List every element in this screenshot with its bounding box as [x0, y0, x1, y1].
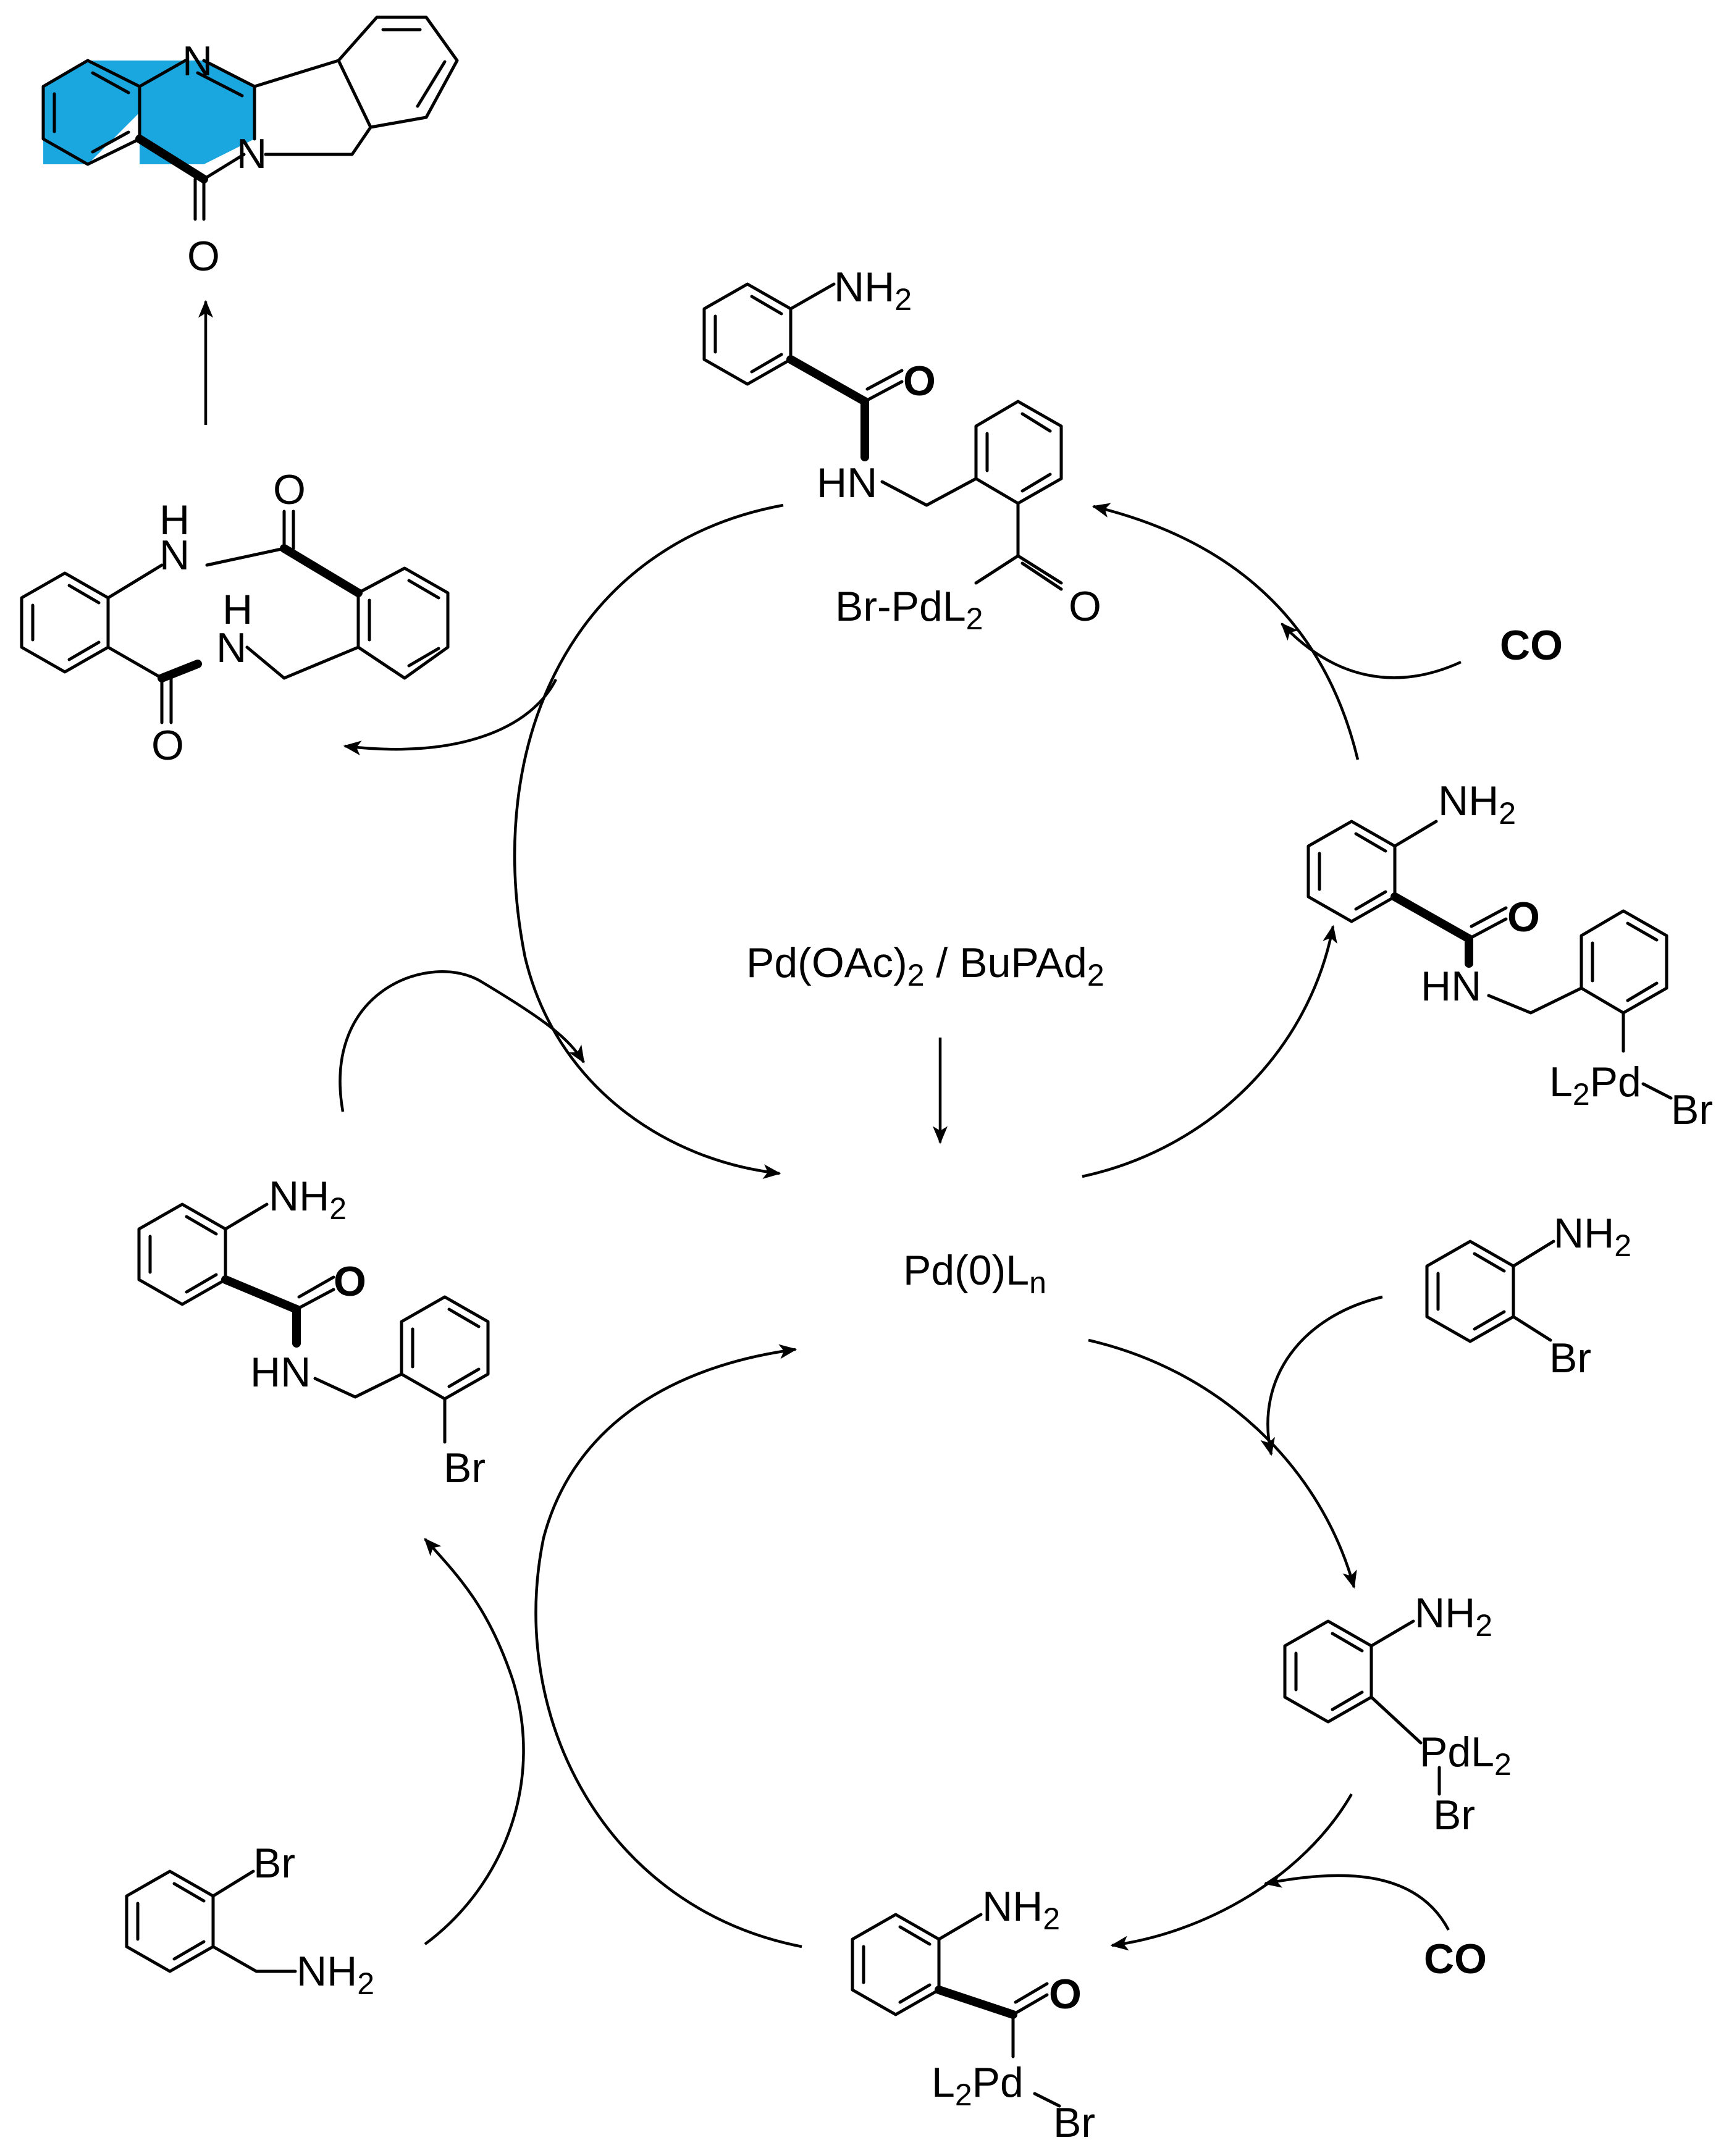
- bromoaniline-br: Br: [1549, 1335, 1591, 1382]
- oxidative-addition-arc-1: [1082, 925, 1337, 1178]
- substrate-entry-arc: [339, 970, 585, 1112]
- product-o-label: O: [187, 233, 220, 280]
- diamide-h-a: H: [159, 497, 190, 543]
- co-insertion-arc-1: [1092, 503, 1360, 760]
- acyl-bottom-o: O: [1049, 1971, 1082, 2018]
- aminolysis-arc-2: [534, 1344, 802, 1948]
- co-entry-arc-1: [1281, 623, 1462, 679]
- diamide-n-a: N: [159, 532, 190, 579]
- acyl-top-nh2: NH2: [834, 264, 912, 317]
- pd-aryl-br: Br: [1671, 1086, 1713, 1133]
- diamide-n-b: N: [216, 624, 246, 671]
- amide-left-o: O: [334, 1258, 366, 1305]
- bromoaniline-nh2: NH2: [1554, 1210, 1631, 1263]
- 2-bromoaniline: NH2 Br: [1425, 1210, 1631, 1382]
- bromoaniline-entry-arc: [1260, 1295, 1383, 1456]
- co-top-label: CO: [1500, 622, 1563, 669]
- pd-aryl-nh2: NH2: [1438, 778, 1516, 831]
- acyl-top-o: O: [903, 358, 936, 405]
- acyl-top-o2: O: [1069, 583, 1101, 630]
- 2-bromobenzylamine: Br NH2: [125, 1840, 374, 2001]
- diamide-release-arc: [343, 678, 558, 756]
- aryl-pd-pdl2: PdL2: [1420, 1729, 1512, 1782]
- diamide-o-a: O: [273, 466, 306, 513]
- catalyst-label: Pd(OAc)2 / BuPAd2: [746, 939, 1104, 992]
- amination-arc-1: [513, 503, 784, 1180]
- amide-left-hn: HN: [250, 1349, 311, 1396]
- amide-left-br: Br: [444, 1445, 486, 1491]
- acyl-top-hn: HN: [817, 459, 877, 506]
- product-n-label: N: [182, 38, 212, 85]
- acyl-bottom-br: Br: [1053, 2099, 1095, 2146]
- oxidative-addition-arc-2: [1088, 1338, 1357, 1589]
- co-bottom-label: CO: [1424, 1936, 1487, 1982]
- co-insertion-arc-2: [1110, 1793, 1353, 1951]
- amide-left-nh2: NH2: [269, 1173, 347, 1226]
- acyl-top-pd: Br-PdL2: [835, 583, 983, 636]
- benzylamine-nh2: NH2: [297, 1948, 374, 2001]
- aryl-pd-br: Br: [1433, 1792, 1475, 1839]
- co-entry-arc-2: [1263, 1873, 1450, 1931]
- acyl-bottom-l2pd: L2Pd: [932, 2059, 1024, 2112]
- aryl-pd-nh2: NH2: [1415, 1590, 1492, 1643]
- pd-aryl-l2pd: L2Pd: [1549, 1059, 1641, 1112]
- benzylamine-br: Br: [253, 1840, 295, 1887]
- diamide-intermediate: H N O H N O: [20, 466, 450, 769]
- acyl-bottom-nh2: NH2: [982, 1883, 1060, 1936]
- product-structure: N N O: [41, 15, 459, 280]
- pd-aryl-amide-right: NH2 O HN L2Pd Br: [1306, 778, 1713, 1133]
- acyl-pd-complex-bottom: NH2 O L2Pd Br: [851, 1883, 1095, 2146]
- diamide-o-b: O: [151, 722, 184, 769]
- pd-aryl-hn: HN: [1421, 963, 1481, 1010]
- 2-aminobenzamide-bromide: NH2 O HN Br: [137, 1173, 490, 1491]
- benzylamine-arc: [424, 1538, 525, 1945]
- pd-aryl-o: O: [1507, 894, 1540, 941]
- diamide-h-b: H: [222, 586, 253, 633]
- aryl-pd-complex: NH2 PdL2 Br: [1283, 1590, 1512, 1839]
- acyl-pd-amide-top: NH2 O HN Br-PdL2 O: [702, 264, 1101, 636]
- active-catalyst-label: Pd(0)Ln: [903, 1247, 1046, 1300]
- product-n2-label: N: [237, 130, 267, 177]
